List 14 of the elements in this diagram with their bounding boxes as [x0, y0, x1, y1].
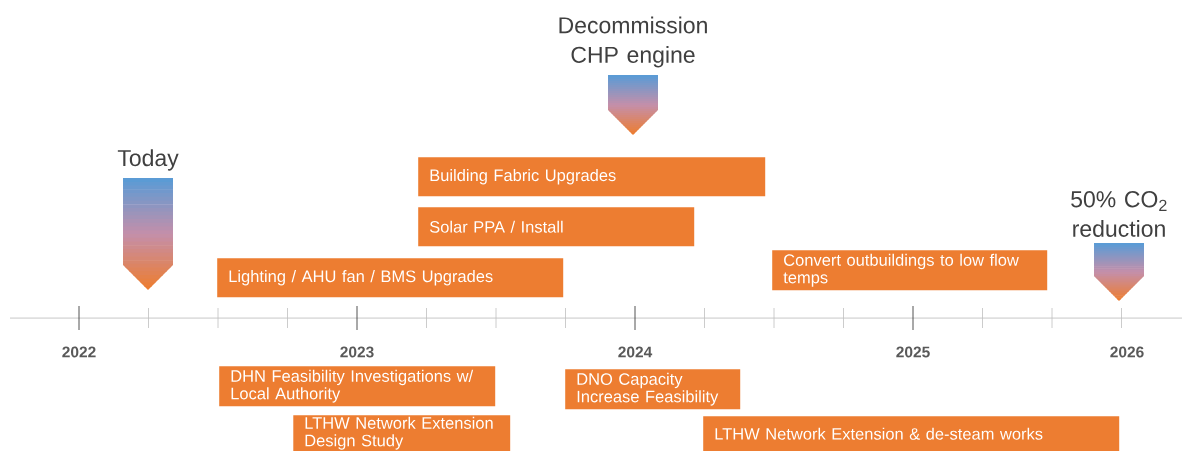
task-bar: Building Fabric Upgrades — [418, 157, 766, 197]
task-bar: Solar PPA / Install — [418, 207, 695, 247]
task-bar: DHN Feasibility Investigations w/ Local Authority — [219, 366, 496, 407]
task-bar: Lighting / AHU fan / BMS Upgrades — [217, 258, 564, 298]
task-bar: Convert outbuildings to low flow temps — [772, 250, 1048, 291]
task-bar: LTHW Network Extension Design Study — [293, 415, 511, 451]
year-label: 2026 — [1110, 346, 1144, 358]
year-label: 2025 — [896, 346, 930, 358]
milestone-label: Decommission CHP engine — [559, 16, 707, 68]
milestone-label: 50% CO$_{2}$ reduction — [1071, 191, 1167, 237]
milestone-label: Today — [117, 149, 179, 171]
task-bar: LTHW Network Extension & de-steam works — [703, 416, 1120, 451]
year-label: 2022 — [62, 346, 96, 358]
task-bar: DNO Capacity Increase Feasibility — [565, 369, 741, 410]
